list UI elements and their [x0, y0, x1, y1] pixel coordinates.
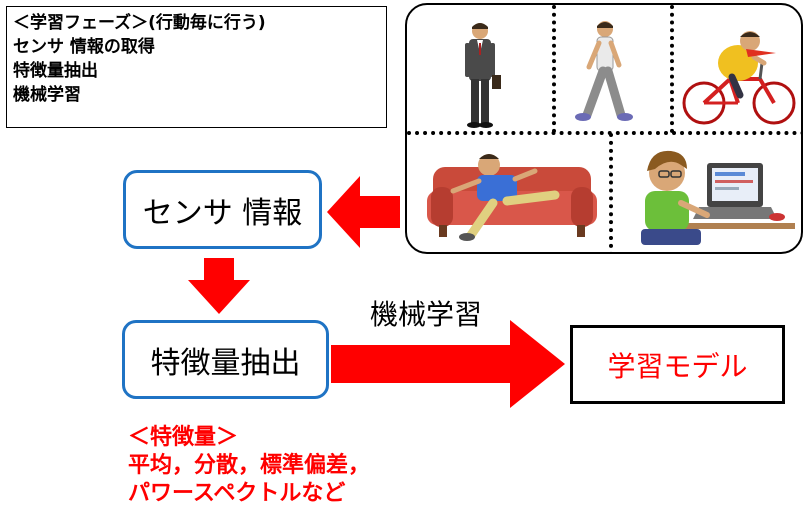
feature-extraction-label: 特徴量抽出	[150, 345, 301, 381]
sensor-info-box: センサ 情報	[123, 170, 322, 249]
feature-extraction-box: 特徴量抽出	[122, 320, 329, 399]
arrow-feature-to-model	[331, 320, 565, 408]
machine-learning-edge-label: 機械学習	[370, 298, 483, 331]
phase-step-1: センサ 情報の取得	[13, 37, 155, 57]
standing-person-illustration	[465, 23, 501, 128]
divider-vertical-1	[552, 5, 556, 133]
divider-vertical-3	[609, 133, 613, 252]
arrow-activities-to-sensor	[327, 176, 400, 248]
phase-step-3: 機械学習	[13, 85, 81, 105]
feature-note: ＜特徴量＞ 平均，分散，標準偏差， パワースペクトルなど	[128, 424, 370, 508]
feature-note-heading: ＜特徴量＞	[128, 425, 239, 450]
divider-vertical-2	[670, 5, 674, 133]
activity-illustration-panel	[405, 3, 803, 254]
computer-user-person-illustration	[641, 150, 795, 245]
phase-note-box: ＜学習フェーズ＞(行動毎に行う) センサ 情報の取得 特徴量抽出 機械学習	[6, 6, 387, 128]
arrow-sensor-to-feature	[188, 258, 250, 314]
sensor-info-label: センサ 情報	[142, 195, 303, 231]
learning-model-label: 学習モデル	[607, 349, 748, 383]
learning-model-box: 学習モデル	[570, 325, 785, 404]
phase-step-2: 特徴量抽出	[13, 61, 98, 81]
lying-on-sofa-person-illustration	[427, 154, 597, 241]
walking-person-illustration	[575, 21, 633, 121]
feature-note-line-1: 平均，分散，標準偏差，	[128, 453, 371, 478]
divider-horizontal	[407, 131, 801, 135]
phase-title: ＜学習フェーズ＞(行動毎に行う)	[13, 13, 266, 33]
cycling-person-illustration	[682, 31, 796, 125]
feature-note-line-2: パワースペクトルなど	[128, 481, 346, 506]
